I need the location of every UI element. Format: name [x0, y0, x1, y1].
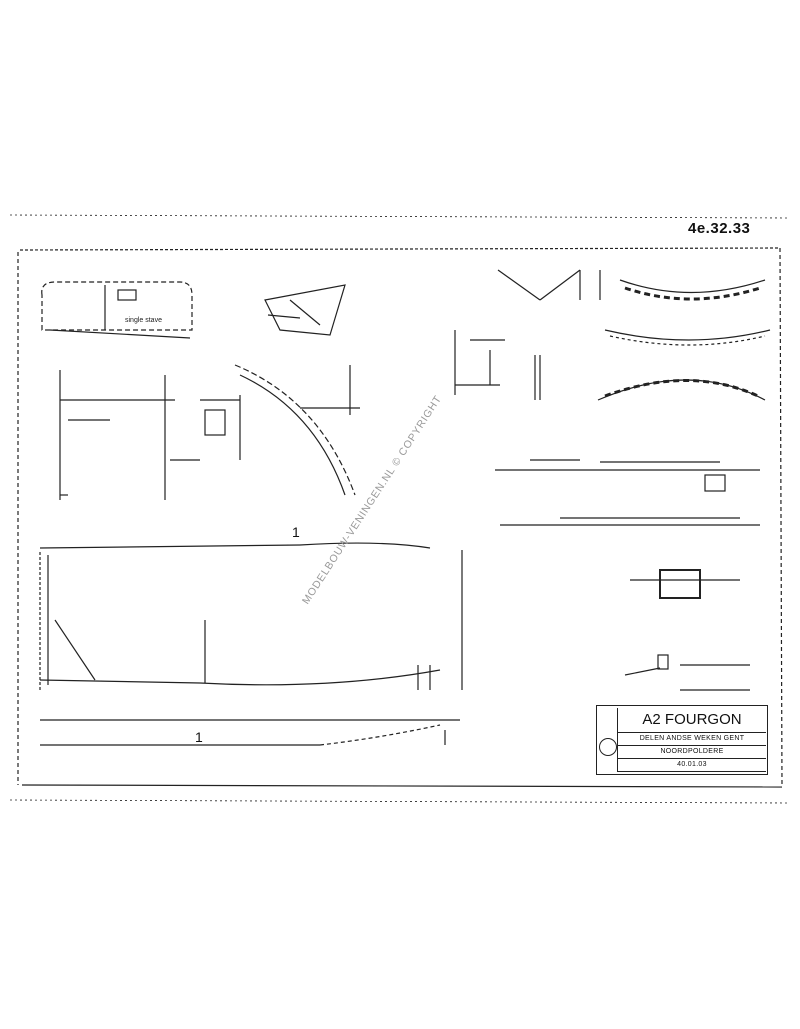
sheet-frame	[9, 214, 791, 804]
corner-detail	[41, 281, 193, 339]
section-marker-2: 1	[195, 729, 203, 745]
section-marker-1: 1	[292, 524, 300, 540]
reference-number: 4e.32.33	[688, 220, 751, 237]
drawing-title: A2 FOURGON	[617, 708, 766, 733]
pillar-detail	[454, 330, 541, 400]
section-details-right	[495, 459, 760, 599]
end-frame-section	[59, 370, 241, 500]
detail-label: single stave	[125, 317, 162, 324]
title-block: A2 FOURGON DELEN ANDSE WEKEN GENT NOORDP…	[596, 705, 768, 775]
roof-profiles	[597, 279, 771, 401]
curved-rib	[234, 364, 360, 496]
hinge-detail	[497, 269, 601, 301]
small-bracket	[624, 654, 750, 691]
seal-icon	[599, 738, 617, 756]
title-line-2: NOORDPOLDERE	[617, 746, 766, 759]
side-view	[39, 542, 463, 746]
title-line-3: 40.01.03	[617, 759, 766, 772]
bracket-detail	[264, 284, 346, 336]
title-line-1: DELEN ANDSE WEKEN GENT	[617, 733, 766, 746]
